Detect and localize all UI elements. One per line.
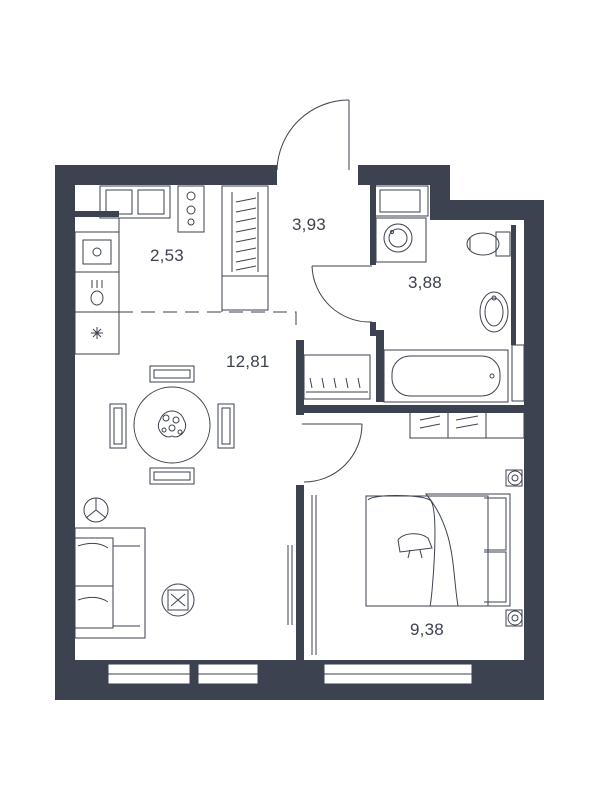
area-bathroom: 3,88 [408, 273, 442, 292]
fixtures [74, 99, 525, 655]
area-bedroom: 9,38 [410, 620, 444, 639]
area-hallway: 3,93 [292, 215, 326, 234]
bedroom-door [302, 423, 363, 483]
bathroom-door [311, 265, 373, 323]
sofa [74, 527, 146, 639]
windows [107, 663, 473, 685]
walls [55, 165, 544, 700]
bed [365, 469, 523, 627]
entrance-door [276, 99, 350, 171]
area-kitchen: 2,53 [150, 246, 184, 265]
area-living-room: 12,81 [226, 352, 270, 371]
dining-table [109, 365, 235, 485]
